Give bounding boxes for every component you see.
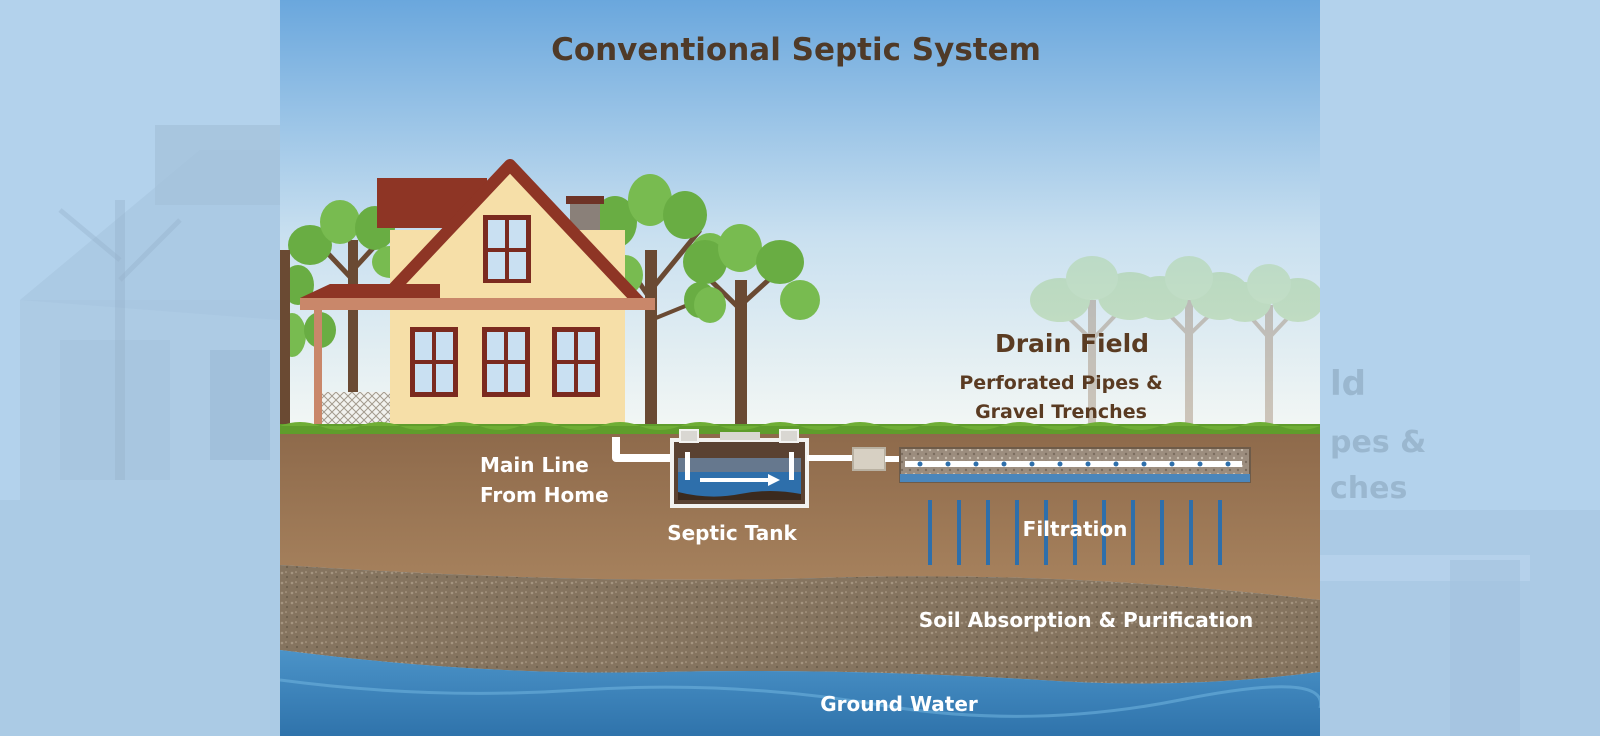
filtration-label: Filtration [1023,517,1128,541]
septic-tank-icon [670,429,809,508]
main-line-label-1: Main Line [480,453,589,477]
subsoil [280,565,1320,684]
soil-absorption-label: Soil Absorption & Purification [919,608,1253,632]
background-trees [1030,256,1320,425]
diagram-title: Conventional Septic System [551,32,1041,68]
backdrop-right-art: ld pes & ches [1320,0,1600,736]
backdrop-text-2: pes & [1330,425,1426,460]
grass [280,424,1320,434]
tree-icon [1132,256,1250,425]
backdrop-left-art [0,0,280,736]
backdrop-right: ld pes & ches [1320,0,1600,736]
edge-tree-trunk [280,250,290,430]
backdrop-left [0,0,280,736]
tree-icon [1030,256,1162,425]
drain-field-line2: Gravel Trenches [975,401,1147,423]
distribution-box-icon [852,447,886,471]
septic-diagram-svg: Conventional Septic System [280,0,1320,736]
septic-tank-label: Septic Tank [667,521,797,545]
house-icon [300,159,655,430]
drain-field-heading: Drain Field [995,329,1149,358]
backdrop-text-1: ld [1330,364,1366,404]
filtration-arrows [928,500,1222,565]
septic-diagram: Conventional Septic System [280,0,1320,736]
perforated-pipe-icon [899,447,1251,483]
tree-icon [683,224,820,430]
main-line-pipe [612,437,685,462]
flow-arrow-icon [700,474,780,486]
ground-water-label: Ground Water [820,692,978,716]
tree-icon [1219,264,1320,425]
drain-field-line1: Perforated Pipes & [959,372,1162,394]
main-line-label-2: From Home [480,483,609,507]
backdrop-text-3: ches [1330,471,1407,506]
